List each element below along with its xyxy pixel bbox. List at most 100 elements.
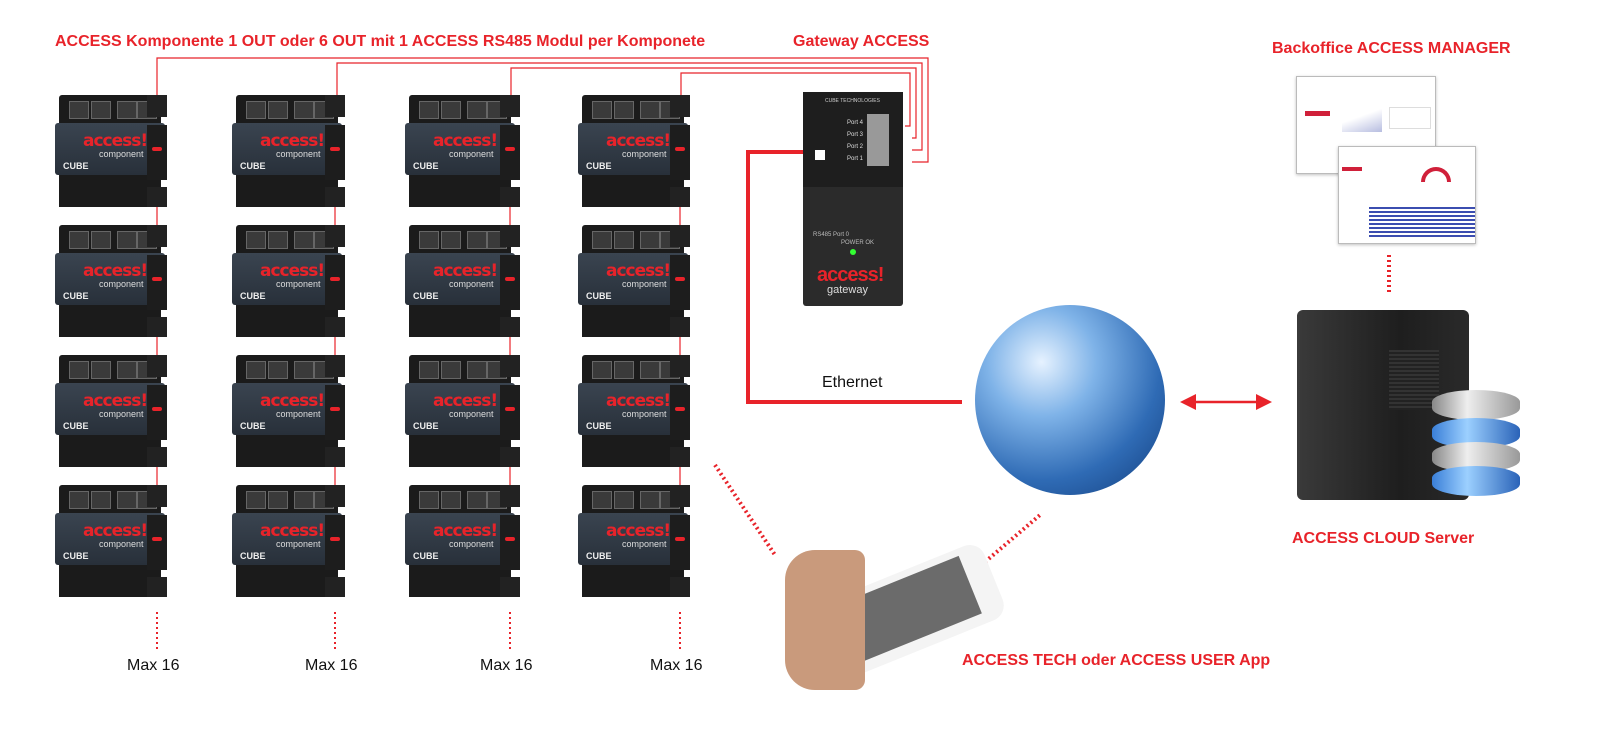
module-brand: CUBE	[413, 421, 439, 431]
module-sub: component	[449, 149, 494, 159]
module-logo: access!	[606, 521, 671, 541]
module-bottom-terminals	[409, 435, 511, 467]
module-terminals	[59, 95, 161, 123]
module-logo: access!	[433, 391, 498, 411]
module-terminals	[409, 485, 511, 513]
wire-port4	[680, 72, 911, 127]
backoffice-screenshot-detail	[1338, 146, 1476, 244]
module-brand: CUBE	[586, 421, 612, 431]
gateway-sub: gateway	[827, 284, 868, 296]
access-gateway-device: CUBE TECHNOLOGIES Port 4 Port 3 Port 2 P…	[803, 92, 903, 306]
module-terminals	[582, 485, 684, 513]
module-sub: component	[622, 279, 667, 289]
rs485-module	[147, 225, 167, 337]
max-16-label: Max 16	[127, 657, 180, 674]
module-brand: CUBE	[63, 421, 89, 431]
module-brand: CUBE	[586, 291, 612, 301]
module-terminals	[409, 225, 511, 253]
module-logo: access!	[83, 391, 148, 411]
cloud-server-label: ACCESS CLOUD Server	[1292, 530, 1475, 547]
module-logo: access!	[433, 521, 498, 541]
module-logo: access!	[606, 261, 671, 281]
gateway-logo: access!	[817, 264, 884, 286]
rs485-module	[670, 355, 690, 467]
module-bottom-terminals	[582, 305, 684, 337]
module-bottom-terminals	[59, 435, 161, 467]
module-logo: access!	[433, 131, 498, 151]
module-logo: access!	[260, 521, 325, 541]
module-logo: access!	[83, 131, 148, 151]
internet-globe-icon	[975, 305, 1165, 495]
module-sub: component	[449, 539, 494, 549]
rs485-module	[670, 95, 690, 207]
gateway-port-3: Port 3	[847, 132, 864, 138]
module-brand: CUBE	[413, 551, 439, 561]
module-terminals	[582, 225, 684, 253]
module-sub: component	[622, 149, 667, 159]
module-logo: access!	[83, 261, 148, 281]
module-terminals	[582, 355, 684, 383]
module-bottom-terminals	[59, 305, 161, 337]
module-bottom-terminals	[236, 565, 338, 597]
module-bottom-terminals	[59, 175, 161, 207]
gateway-port-4: Port 4	[847, 120, 864, 126]
rs485-module	[325, 225, 345, 337]
module-brand: CUBE	[240, 421, 266, 431]
ethernet-label: Ethernet	[822, 374, 883, 391]
module-bottom-terminals	[409, 565, 511, 597]
module-sub: component	[622, 409, 667, 419]
module-brand: CUBE	[586, 161, 612, 171]
database-icon	[1432, 390, 1520, 500]
wire-port2	[336, 62, 923, 151]
module-terminals	[236, 225, 338, 253]
rs485-module	[147, 95, 167, 207]
module-sub: component	[276, 539, 321, 549]
module-sub: component	[449, 279, 494, 289]
rs485-module	[325, 355, 345, 467]
module-brand: CUBE	[413, 291, 439, 301]
module-bottom-terminals	[582, 565, 684, 597]
bidirectional-arrow	[1180, 394, 1272, 410]
dotted-links	[713, 255, 1391, 564]
rs485-module	[147, 485, 167, 597]
module-terminals	[59, 225, 161, 253]
smartphone-app-photo	[785, 540, 1009, 690]
module-sub: component	[276, 409, 321, 419]
module-bottom-terminals	[582, 435, 684, 467]
module-bottom-terminals	[236, 435, 338, 467]
module-terminals	[582, 95, 684, 123]
module-terminals	[59, 355, 161, 383]
gateway-port-1: Port 1	[847, 156, 864, 162]
network-icon	[815, 150, 825, 160]
gateway-power: POWER OK	[841, 240, 875, 246]
module-sub: component	[99, 409, 144, 419]
rs485-module	[500, 225, 520, 337]
gateway-rs485: RS485 Port 0	[813, 232, 850, 238]
gateway-port-2: Port 2	[847, 144, 864, 150]
rs485-bus-wires	[156, 57, 929, 163]
module-sub: component	[449, 409, 494, 419]
module-terminals	[409, 355, 511, 383]
module-brand: CUBE	[63, 551, 89, 561]
module-brand: CUBE	[413, 161, 439, 171]
module-bottom-terminals	[409, 305, 511, 337]
module-terminals	[236, 485, 338, 513]
module-logo: access!	[260, 131, 325, 151]
